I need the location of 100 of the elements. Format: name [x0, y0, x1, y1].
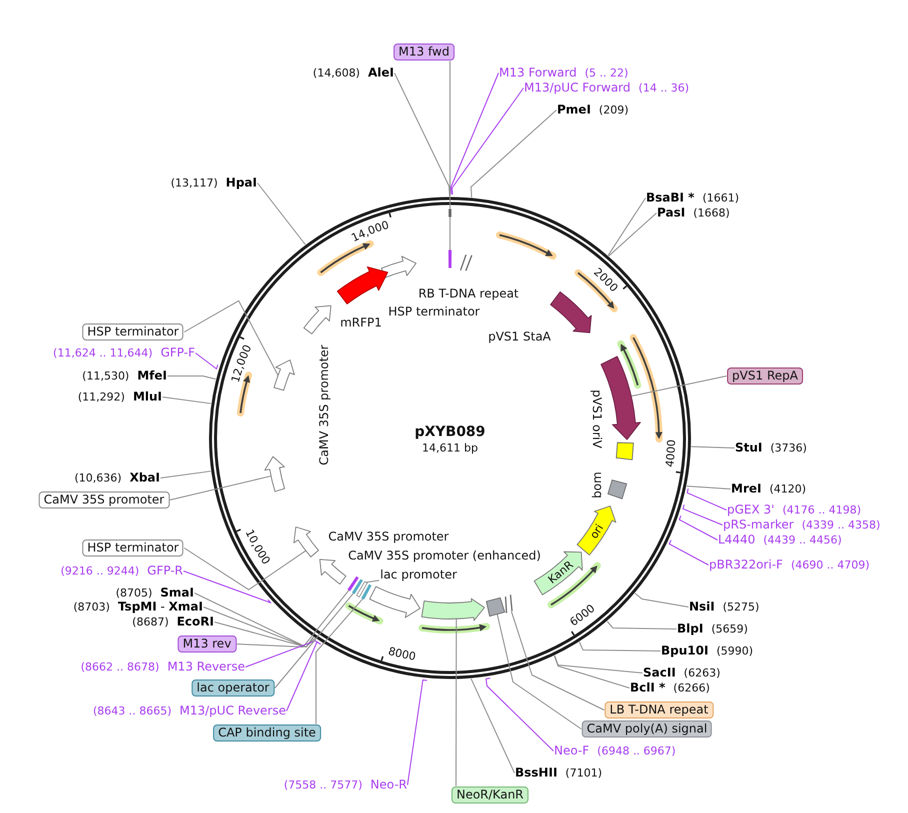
feature-bar: [356, 581, 368, 598]
feature-bar: [347, 576, 359, 592]
primer-name: pRS-marker: [723, 518, 794, 532]
cut-position: (5659): [711, 622, 748, 636]
leader-line: [203, 606, 314, 648]
leader-line: [606, 620, 677, 630]
enzyme-name: MfeI: [137, 368, 167, 384]
enzyme-name: NsiI: [689, 600, 715, 614]
leader-line: [608, 212, 657, 256]
feature-segment: [421, 598, 485, 621]
cut-position: (5990): [716, 644, 754, 658]
primer-name: L4440: [718, 532, 756, 548]
leader-line: [184, 548, 306, 590]
leader-line: [470, 678, 515, 774]
feature-label: bom: [590, 472, 604, 498]
leader-line: [316, 598, 364, 724]
leader-line: [194, 592, 314, 648]
enzyme-name: TspMI - XmaI: [118, 600, 203, 614]
feature-label: CaMV 35S promoter: [328, 530, 449, 544]
leader-line: [630, 376, 728, 397]
enzyme-name: MluI: [132, 390, 162, 404]
feature-bar: [361, 584, 372, 600]
leader-line: [554, 655, 630, 688]
enzyme-name: PmeI: [557, 102, 591, 118]
primer-range: (4176 .. 4198): [782, 502, 862, 518]
leader-line: [169, 476, 272, 500]
leader-line: [686, 488, 727, 510]
primer-name: M13 Reverse: [167, 660, 245, 674]
feature-tag: lac operator: [192, 680, 274, 696]
enzyme-name: AleI: [368, 66, 394, 80]
cut-position: (5275): [722, 600, 760, 614]
cut-position: (6263): [684, 666, 720, 680]
leader-line: [486, 678, 554, 752]
leader-line: [668, 540, 709, 566]
feature-label: pVS1 oriV: [590, 390, 604, 448]
enzyme-name: Bpu10I: [661, 644, 708, 658]
cut-position: (1661): [702, 190, 740, 206]
leader-line: [407, 679, 428, 786]
enzyme-name: MreI: [731, 482, 762, 496]
leader-line: [578, 641, 661, 652]
feature-label: CaMV 35S promoter: [317, 344, 331, 466]
leader-line: [608, 198, 646, 256]
plasmid-name: pXYB089: [414, 424, 486, 440]
cut-position: (4120): [769, 482, 806, 496]
enzyme-name: BsaBI *: [646, 190, 694, 206]
leader-line: [160, 470, 212, 478]
leader-line: [366, 580, 380, 583]
primer-name: M13/pUC Reverse: [180, 704, 286, 718]
cut-position: (11,292): [78, 390, 125, 404]
leader-line: [678, 515, 718, 540]
feature-bar: [448, 250, 452, 268]
leader-line: [470, 110, 557, 198]
enzyme-name: XbaI: [130, 470, 160, 486]
cut-position: (7101): [565, 766, 602, 780]
plasmid-size: 14,611 bp: [422, 442, 478, 454]
cut-position: (8705): [116, 586, 152, 600]
enzyme-name: HpaI: [226, 176, 257, 190]
primer-range: (8662 .. 8678): [80, 660, 160, 674]
primer-range: (4339 .. 4358): [802, 518, 880, 532]
repeat-mark: [504, 594, 513, 614]
cut-position: (8687): [132, 614, 169, 630]
primer-name: pGEX 3': [727, 502, 774, 518]
leader-line: [496, 614, 582, 730]
feature-block: [486, 597, 506, 617]
primer-name: M13 Forward: [499, 66, 577, 80]
cut-position: (13,117): [170, 176, 218, 190]
primer-range: (5 .. 22): [584, 66, 628, 80]
leader-line: [394, 72, 450, 197]
primer-range: (14 .. 36): [638, 80, 690, 96]
leader-line: [634, 592, 689, 608]
enzyme-name: SacII: [643, 666, 676, 680]
feature-label: lac promoter: [380, 568, 457, 582]
cut-position: (8703): [73, 600, 110, 614]
feature-segment: [293, 526, 319, 558]
primer-range: (11,624 .. 11,644): [53, 346, 153, 360]
leader-line: [167, 376, 216, 380]
primer-name: Neo-F: [554, 744, 590, 758]
feature-tag: CaMV poly(A) signal: [582, 720, 712, 738]
leader-line: [452, 88, 524, 195]
primer-range: (6948 .. 6967): [597, 744, 676, 758]
leader-line: [274, 592, 354, 688]
feature-label: CaMV 35S promoter (enhanced): [348, 548, 541, 562]
primer-name: GFP-R: [147, 564, 183, 578]
primer-range: (4439 .. 4456): [763, 532, 842, 548]
cut-position: (11,530): [82, 368, 130, 384]
feature-label: RB T-DNA repeat: [418, 286, 519, 300]
cut-position: (14,608): [312, 66, 360, 80]
primer-name: Neo-R: [370, 778, 407, 792]
primer-range: (9216 .. 9244): [60, 564, 140, 578]
primer-name: M13/pUC Forward: [524, 80, 631, 96]
leader-line: [510, 610, 605, 710]
cut-position: (1668): [693, 206, 730, 220]
feature-tag: HSP terminator: [82, 324, 184, 340]
feature-label: pVS1 StaA: [488, 330, 551, 344]
enzyme-name: SmaI: [160, 586, 194, 600]
primer-range: (4690 .. 4709): [790, 558, 870, 572]
feature-tag: pVS1 RepA: [727, 368, 803, 384]
leader-line: [236, 590, 350, 648]
leader-line: [450, 72, 499, 195]
feature-segment: [264, 456, 285, 492]
